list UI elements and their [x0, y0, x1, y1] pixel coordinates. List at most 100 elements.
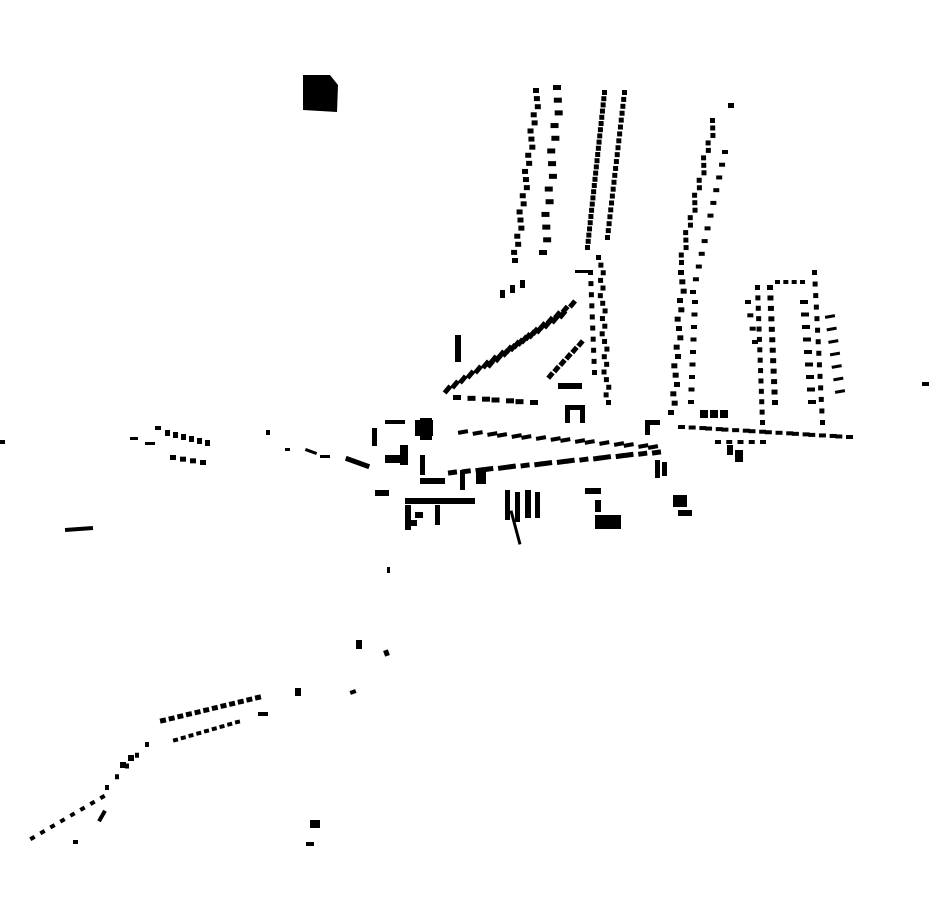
building — [570, 345, 579, 355]
building — [801, 312, 809, 317]
building — [560, 437, 571, 443]
building — [516, 209, 523, 215]
building — [677, 298, 683, 303]
building — [533, 88, 539, 93]
building — [598, 262, 604, 268]
building — [548, 173, 557, 179]
building — [189, 436, 194, 442]
building — [813, 304, 819, 310]
building — [807, 387, 815, 392]
building — [29, 835, 36, 841]
building — [304, 448, 318, 455]
building — [592, 455, 603, 462]
building — [808, 432, 816, 437]
building — [826, 326, 837, 332]
building — [770, 358, 777, 364]
building — [234, 719, 241, 725]
building — [678, 307, 685, 313]
building — [543, 237, 552, 243]
building — [767, 305, 774, 311]
building — [688, 400, 694, 404]
building — [676, 326, 682, 331]
building — [105, 785, 109, 790]
building — [203, 728, 210, 734]
building — [510, 285, 515, 293]
building — [558, 358, 567, 367]
building — [699, 426, 707, 431]
building — [585, 488, 601, 494]
building — [49, 823, 56, 830]
building — [645, 420, 650, 435]
building — [601, 96, 607, 102]
building — [168, 715, 176, 722]
building — [671, 363, 678, 369]
building — [612, 172, 618, 178]
building — [591, 189, 597, 195]
building — [588, 214, 594, 219]
building — [742, 428, 750, 433]
building — [600, 102, 606, 108]
building — [817, 373, 823, 379]
building — [457, 429, 469, 435]
building — [565, 405, 570, 423]
building — [599, 440, 610, 446]
building — [768, 316, 775, 322]
building — [726, 440, 733, 444]
building — [818, 433, 826, 438]
building — [420, 455, 425, 475]
building — [675, 354, 681, 359]
building — [818, 385, 824, 391]
building — [615, 145, 621, 151]
building — [128, 755, 134, 761]
building — [689, 362, 696, 367]
building — [756, 336, 762, 342]
building — [771, 389, 778, 395]
building — [683, 237, 689, 243]
building — [405, 498, 475, 504]
building — [595, 145, 601, 151]
building — [622, 90, 627, 95]
building — [812, 281, 818, 287]
building — [405, 520, 417, 526]
building — [722, 150, 728, 154]
building — [769, 337, 776, 343]
building — [606, 384, 612, 390]
building — [690, 290, 696, 294]
building — [597, 293, 603, 299]
building — [757, 357, 763, 363]
building — [674, 316, 681, 322]
building — [727, 445, 733, 455]
building — [542, 459, 553, 467]
building — [491, 397, 500, 403]
building — [545, 315, 555, 326]
building — [786, 431, 794, 436]
building — [688, 387, 695, 392]
building — [600, 270, 606, 276]
building — [759, 399, 765, 405]
building — [159, 717, 167, 724]
building — [806, 375, 814, 379]
building — [205, 440, 210, 446]
building — [812, 270, 817, 275]
building — [400, 445, 408, 465]
building — [500, 290, 505, 298]
building — [598, 121, 604, 126]
building — [515, 337, 525, 347]
building — [553, 85, 561, 90]
building — [580, 405, 585, 423]
building — [613, 159, 619, 165]
building — [680, 288, 687, 294]
building — [770, 368, 777, 374]
building — [618, 117, 624, 123]
building — [589, 314, 595, 320]
building — [601, 369, 607, 375]
building — [547, 148, 556, 154]
building — [584, 439, 595, 445]
building — [194, 709, 201, 716]
building — [756, 326, 762, 332]
building — [458, 374, 468, 385]
building — [701, 239, 708, 244]
building — [539, 250, 547, 255]
building — [79, 805, 86, 812]
building — [619, 110, 625, 116]
